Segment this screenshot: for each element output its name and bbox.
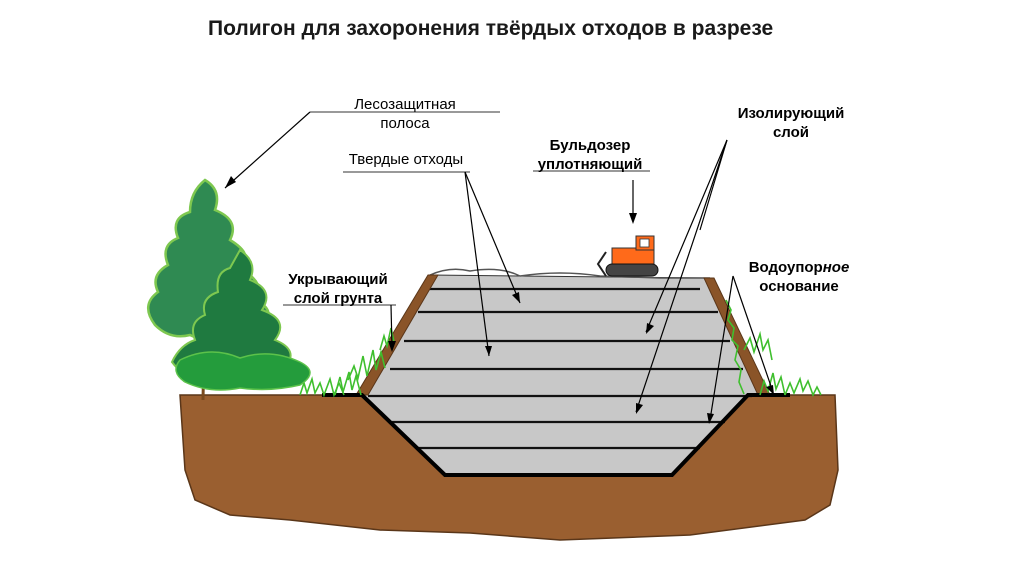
bulldozer bbox=[596, 235, 659, 277]
forest-strip bbox=[147, 178, 311, 401]
label-bulldozer: Бульдозер уплотняющий bbox=[537, 137, 643, 173]
tree-foliage-lower bbox=[175, 351, 311, 391]
label-solid-waste: Твердые отходы bbox=[348, 151, 464, 168]
waste-layers bbox=[368, 287, 752, 450]
waterproof-liner bbox=[322, 393, 790, 477]
label-insulating-layer: Изолирующий слой bbox=[737, 105, 845, 141]
label-cover-soil: Укрывающий слой грунта bbox=[288, 271, 388, 307]
grass bbox=[299, 299, 822, 398]
page-title: Полигон для захоронения твёрдых отходов … bbox=[208, 17, 774, 40]
label-forest-strip: Лесозащитная полоса bbox=[354, 96, 456, 132]
label-waterproof-base: Водоупорное основание bbox=[748, 259, 850, 295]
